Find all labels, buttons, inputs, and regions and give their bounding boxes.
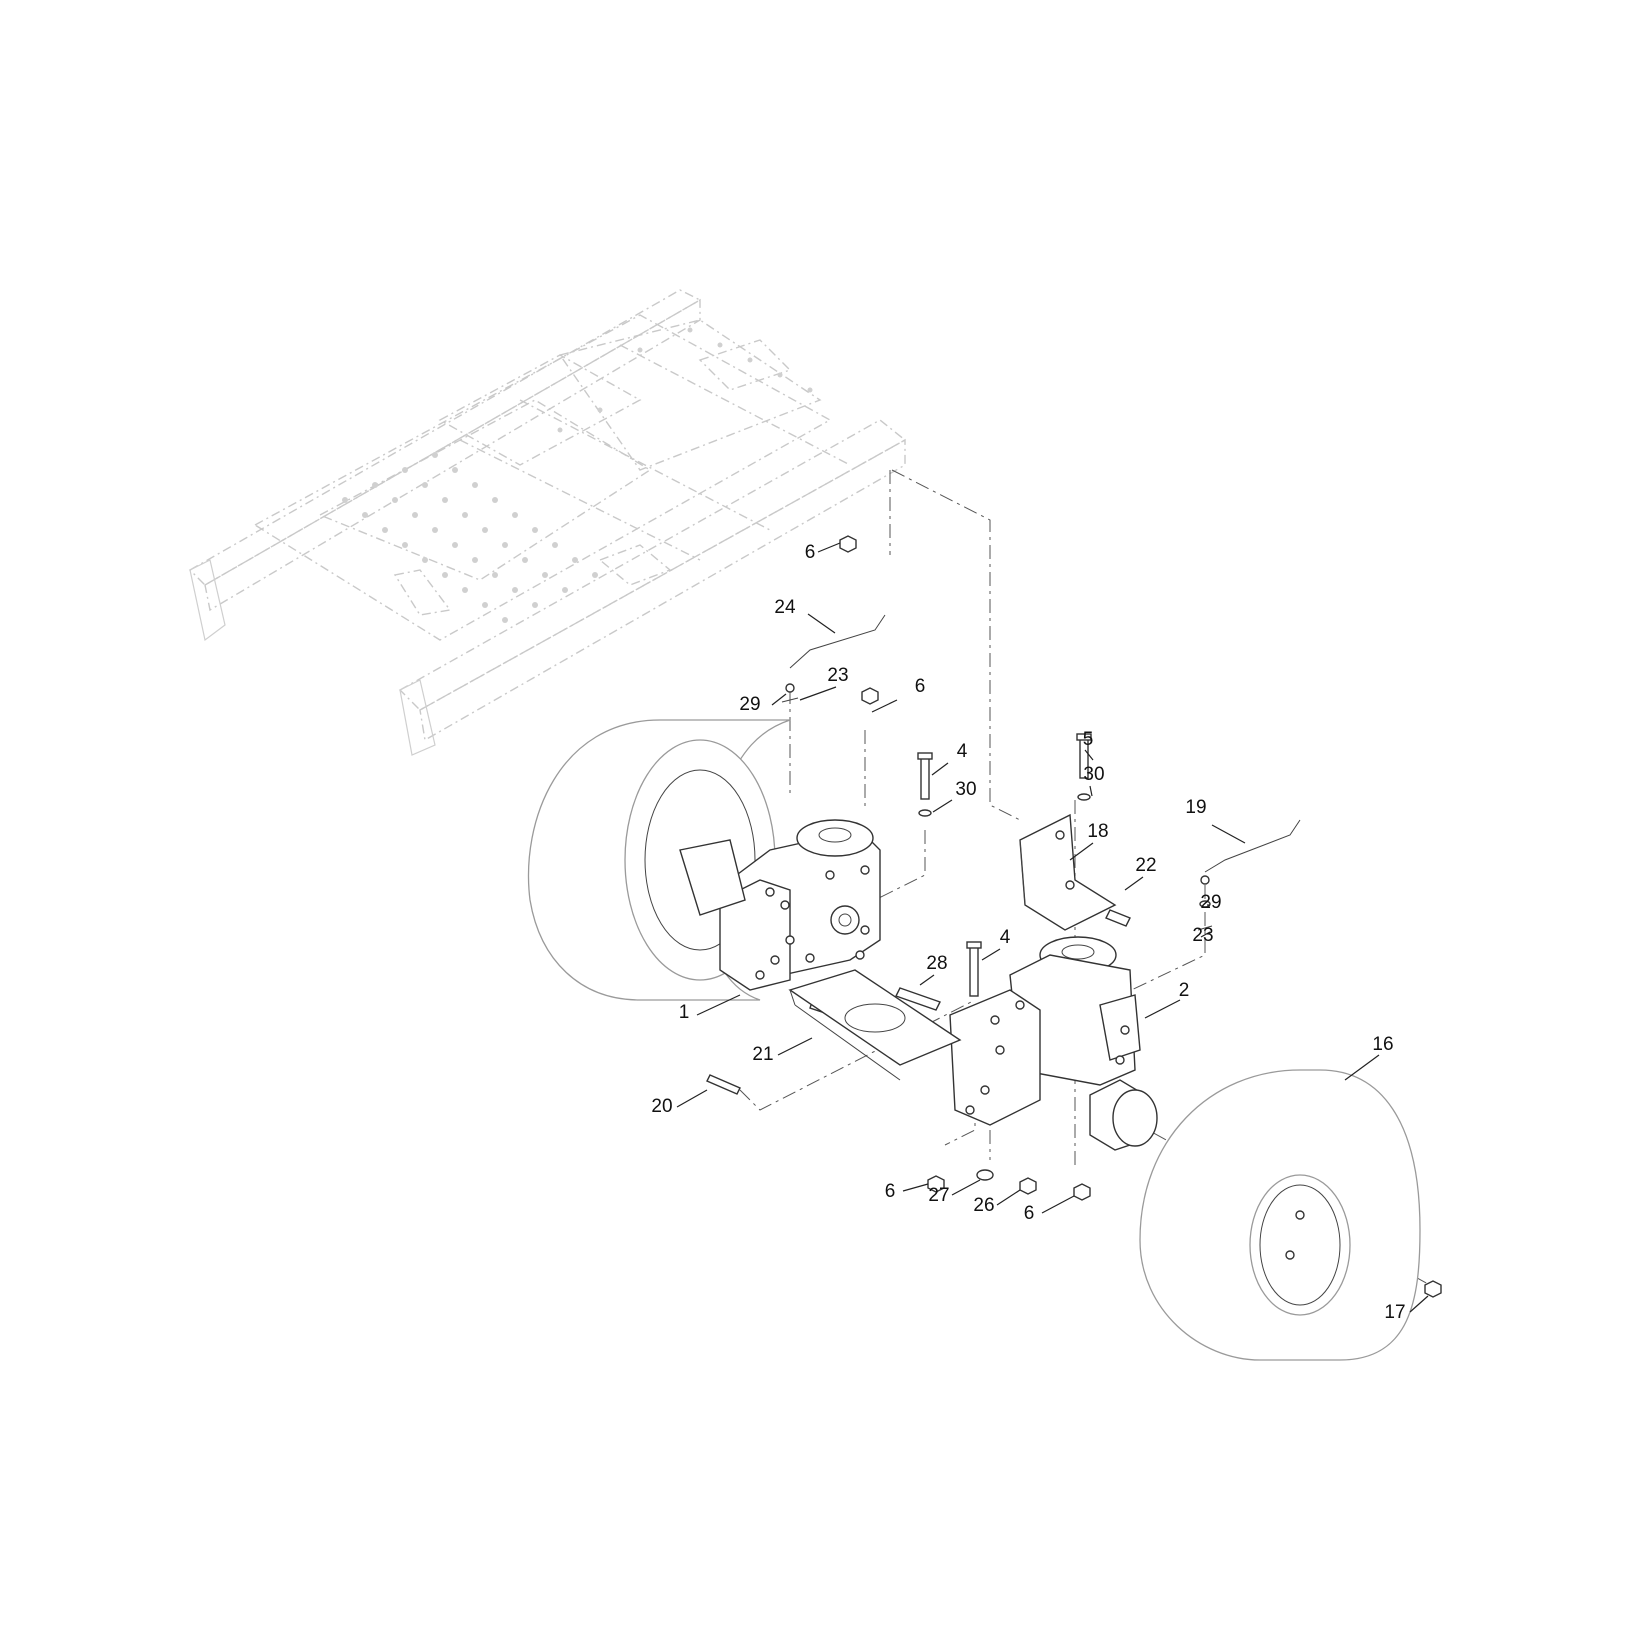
callout-6a: 6 — [805, 542, 816, 563]
callout-20: 20 — [651, 1096, 672, 1117]
callout-17: 17 — [1384, 1302, 1405, 1323]
callout-4a: 4 — [957, 741, 968, 762]
callout-18: 18 — [1087, 821, 1108, 842]
left-transaxle — [679, 819, 881, 991]
callout-2: 2 — [1179, 980, 1190, 1001]
callout-30a: 30 — [955, 779, 976, 800]
callout-1: 1 — [679, 1002, 690, 1023]
callout-6c: 6 — [885, 1181, 896, 1202]
callout-30b: 30 — [1083, 764, 1104, 785]
callout-23b: 23 — [1192, 925, 1213, 946]
callout-29b: 29 — [1200, 892, 1221, 913]
callout-6b: 6 — [915, 676, 926, 697]
linkage-rod-right — [1204, 819, 1301, 873]
callout-23a: 23 — [827, 665, 848, 686]
callout-22: 22 — [1135, 855, 1156, 876]
callout-6d: 6 — [1024, 1203, 1035, 1224]
callout-29a: 29 — [739, 694, 760, 715]
callout-4b: 4 — [1000, 927, 1011, 948]
right-tire — [1139, 1069, 1421, 1361]
linkage-rod-left — [781, 614, 886, 703]
callout-16: 16 — [1372, 1034, 1393, 1055]
callout-26: 26 — [973, 1195, 994, 1216]
callout-5: 5 — [1083, 729, 1094, 750]
callout-28: 28 — [926, 953, 947, 974]
callout-19: 19 — [1185, 797, 1206, 818]
right-transaxle — [949, 936, 1158, 1151]
callout-27: 27 — [928, 1185, 949, 1206]
leader-lines — [676, 542, 1429, 1313]
mounting-bracket — [1019, 813, 1131, 931]
callout-24: 24 — [774, 597, 796, 618]
cross-bracket — [788, 969, 962, 1081]
chassis-frame — [188, 289, 907, 756]
callout-21: 21 — [752, 1044, 773, 1065]
